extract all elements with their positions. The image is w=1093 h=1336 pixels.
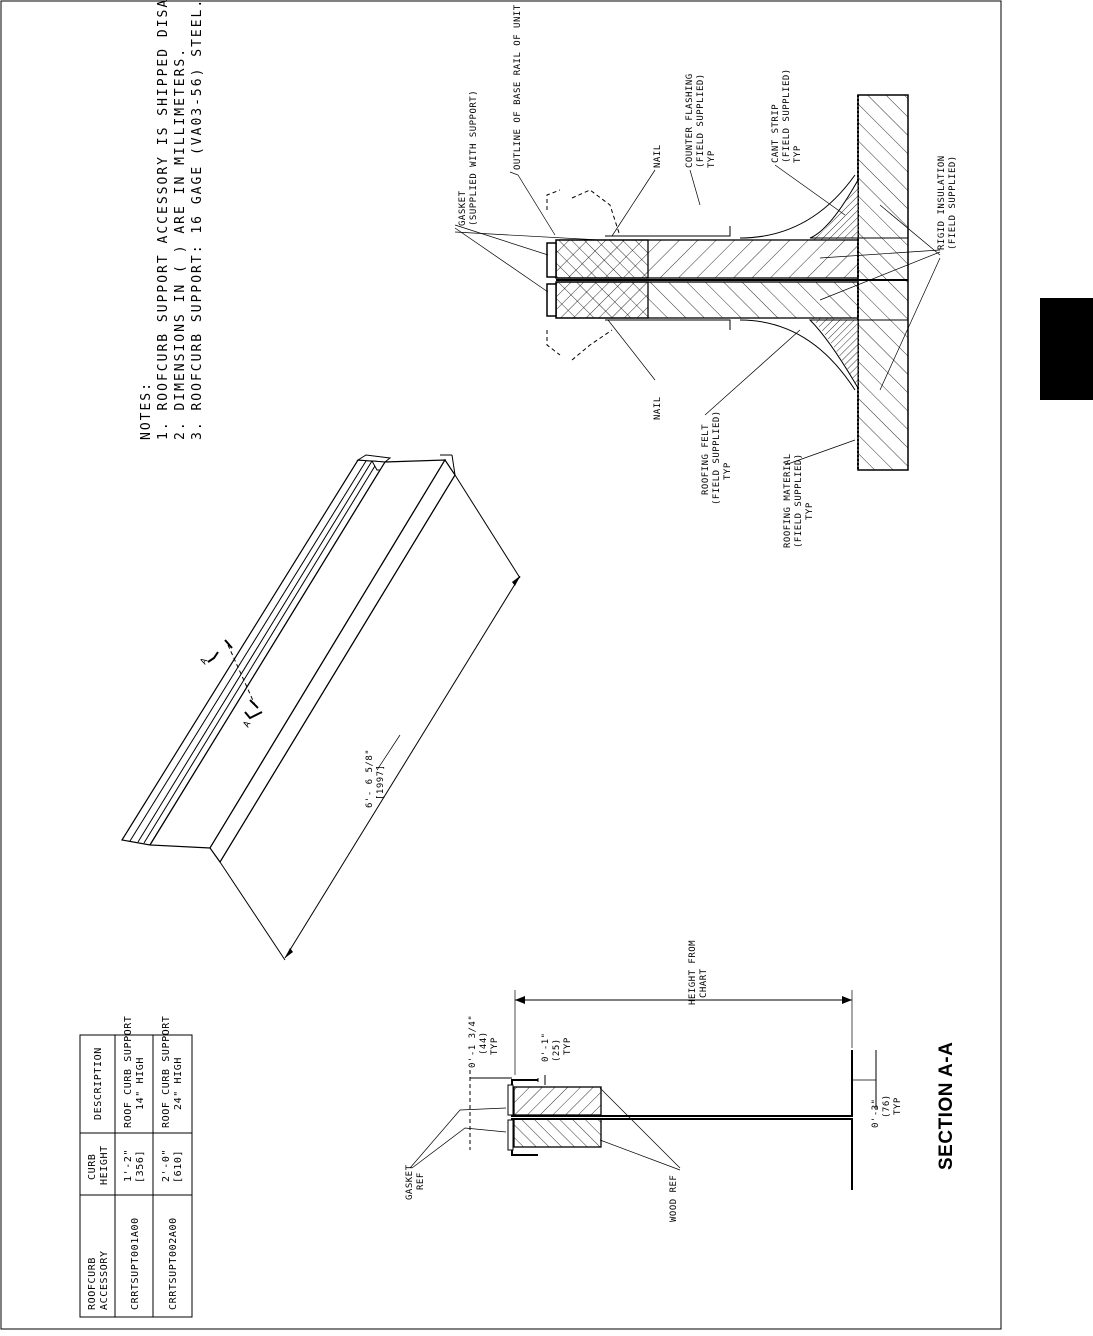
callout-roofing-material-1: ROOFING MATERIAL: [783, 453, 793, 548]
section-aa-drawing: [409, 990, 877, 1190]
sec-aa-gasket-2: REF: [416, 1172, 426, 1190]
sec-aa-dim-a-1: 0'-1 3/4": [468, 1015, 478, 1068]
sec-aa-dim-c-3: TYP: [893, 1097, 903, 1115]
sec-aa-dim-a-3: TYP: [490, 1037, 500, 1055]
section-detail-callouts: OUTLINE OF BASE RAIL OF UNIT GASKET (SUP…: [458, 4, 958, 548]
sheet-border: [0, 0, 1002, 1330]
callout-roofing-material-2: (FIELD SUPPLIED): [794, 453, 804, 548]
isometric-length-dimension: 6'- 6 5/8": [365, 749, 375, 808]
table-row-2-height-metric: [610]: [173, 1150, 184, 1183]
isometric-labels: A A 6'- 6 5/8" [1997]: [199, 656, 401, 808]
section-aa-wood-lower: [513, 1118, 602, 1148]
note-2: 2. DIMENSIONS IN ( ) ARE IN MILLIMETERS.: [173, 47, 188, 440]
section-aa-title: SECTION A-A: [936, 1042, 957, 1170]
sec-aa-height-2: CHART: [699, 968, 709, 998]
callout-roofing-felt-2: (FIELD SUPPLIED): [712, 410, 722, 505]
table-row-1-desc-1: ROOF CURB SUPPORT: [123, 1015, 134, 1128]
note-1: 1. ROOFCURB SUPPORT ACCESSORY IS SHIPPED…: [156, 0, 171, 440]
callout-counter-flashing-1: COUNTER FLASHING: [685, 73, 695, 168]
callout-cant-strip-3: TYP: [793, 145, 803, 163]
sec-aa-gasket-1: GASKET: [405, 1164, 415, 1200]
callout-nail-bottom: NAIL: [653, 396, 663, 420]
table-row-1-desc-2: 14" HIGH: [135, 1057, 146, 1110]
section-aa-labels: GASKET REF WOOD REF 0'-1 3/4" (44) TYP 0…: [405, 940, 957, 1222]
note-3: 3. ROOFCURB SUPPORT: 16 GAGE (VA03-56) S…: [190, 0, 205, 440]
callout-gasket-1: GASKET: [458, 190, 468, 226]
base-rail-outline: [546, 189, 621, 237]
sec-aa-height-1: HEIGHT FROM: [688, 940, 698, 1005]
table-row-1-height: 1'-2": [123, 1149, 134, 1182]
notes-heading: NOTES:: [139, 381, 154, 440]
sec-aa-dim-c-2: (76): [882, 1094, 892, 1118]
callout-nail-top: NAIL: [653, 144, 663, 168]
callout-cant-strip-2: (FIELD SUPPLIED): [782, 68, 792, 163]
callout-counter-flashing-3: TYP: [707, 150, 717, 168]
callout-rigid-insulation-1: RIGID INSULATION: [937, 155, 947, 250]
gasket-lower: [546, 283, 557, 317]
sec-aa-dim-b-2: (25): [552, 1038, 562, 1062]
sec-aa-dim-a-2: (44): [479, 1031, 489, 1055]
wood-nailer-lower: [555, 281, 649, 319]
callout-outline-base-rail: OUTLINE OF BASE RAIL OF UNIT: [513, 4, 523, 170]
rigid-insulation-deck: [857, 94, 909, 471]
accessory-table: ROOFCURB ACCESSORY CURB HEIGHT DESCRIPTI…: [79, 1015, 193, 1318]
section-aa-wood-upper: [513, 1086, 602, 1116]
sec-aa-dim-b-1: 0'-1": [541, 1032, 551, 1062]
table-row-2-accessory: CRRTSUPT002A00: [168, 1217, 179, 1310]
callout-counter-flashing-2: (FIELD SUPPLIED): [696, 73, 706, 168]
table-header-accessory-2: ACCESSORY: [99, 1250, 110, 1310]
table-header-height-2: HEIGHT: [99, 1145, 110, 1185]
sec-aa-dim-b-3: TYP: [563, 1037, 573, 1055]
table-row-1-height-metric: [356]: [135, 1150, 146, 1183]
gasket-upper: [546, 242, 557, 278]
callout-rigid-insulation-2: (FIELD SUPPLIED): [948, 155, 958, 250]
isometric-view: [121, 454, 521, 961]
notes-block: NOTES: 1. ROOFCURB SUPPORT ACCESSORY IS …: [139, 0, 205, 440]
callout-roofing-material-3: TYP: [805, 502, 815, 520]
table-row-1-accessory: CRRTSUPT001A00: [130, 1217, 141, 1310]
isometric-length-metric: [1997]: [376, 764, 386, 800]
wood-nailer-upper: [555, 239, 649, 279]
callout-cant-strip-1: CANT STRIP: [771, 104, 781, 163]
section-detail-drawing: [454, 94, 941, 471]
callout-roofing-felt-1: ROOFING FELT: [701, 424, 711, 495]
table-row-2-desc-1: ROOF CURB SUPPORT: [161, 1015, 172, 1128]
sec-aa-wood-ref: WOOD REF: [669, 1175, 679, 1222]
table-header-accessory-1: ROOFCURB: [87, 1257, 98, 1310]
sec-aa-dim-c-1: 0'-3": [871, 1098, 881, 1128]
section-mark-a-bottom: A: [242, 719, 254, 729]
section-mark-a-top: A: [199, 656, 211, 666]
page-tab: [1040, 298, 1093, 400]
table-header-description: DESCRIPTION: [93, 1047, 104, 1120]
callout-gasket-2: (SUPPLIED WITH SUPPORT): [469, 90, 479, 226]
table-header-height-1: CURB: [87, 1154, 98, 1180]
callout-roofing-felt-3: TYP: [723, 462, 733, 480]
table-row-2-height: 2'-0": [161, 1149, 172, 1182]
table-row-2-desc-2: 24" HIGH: [173, 1057, 184, 1110]
